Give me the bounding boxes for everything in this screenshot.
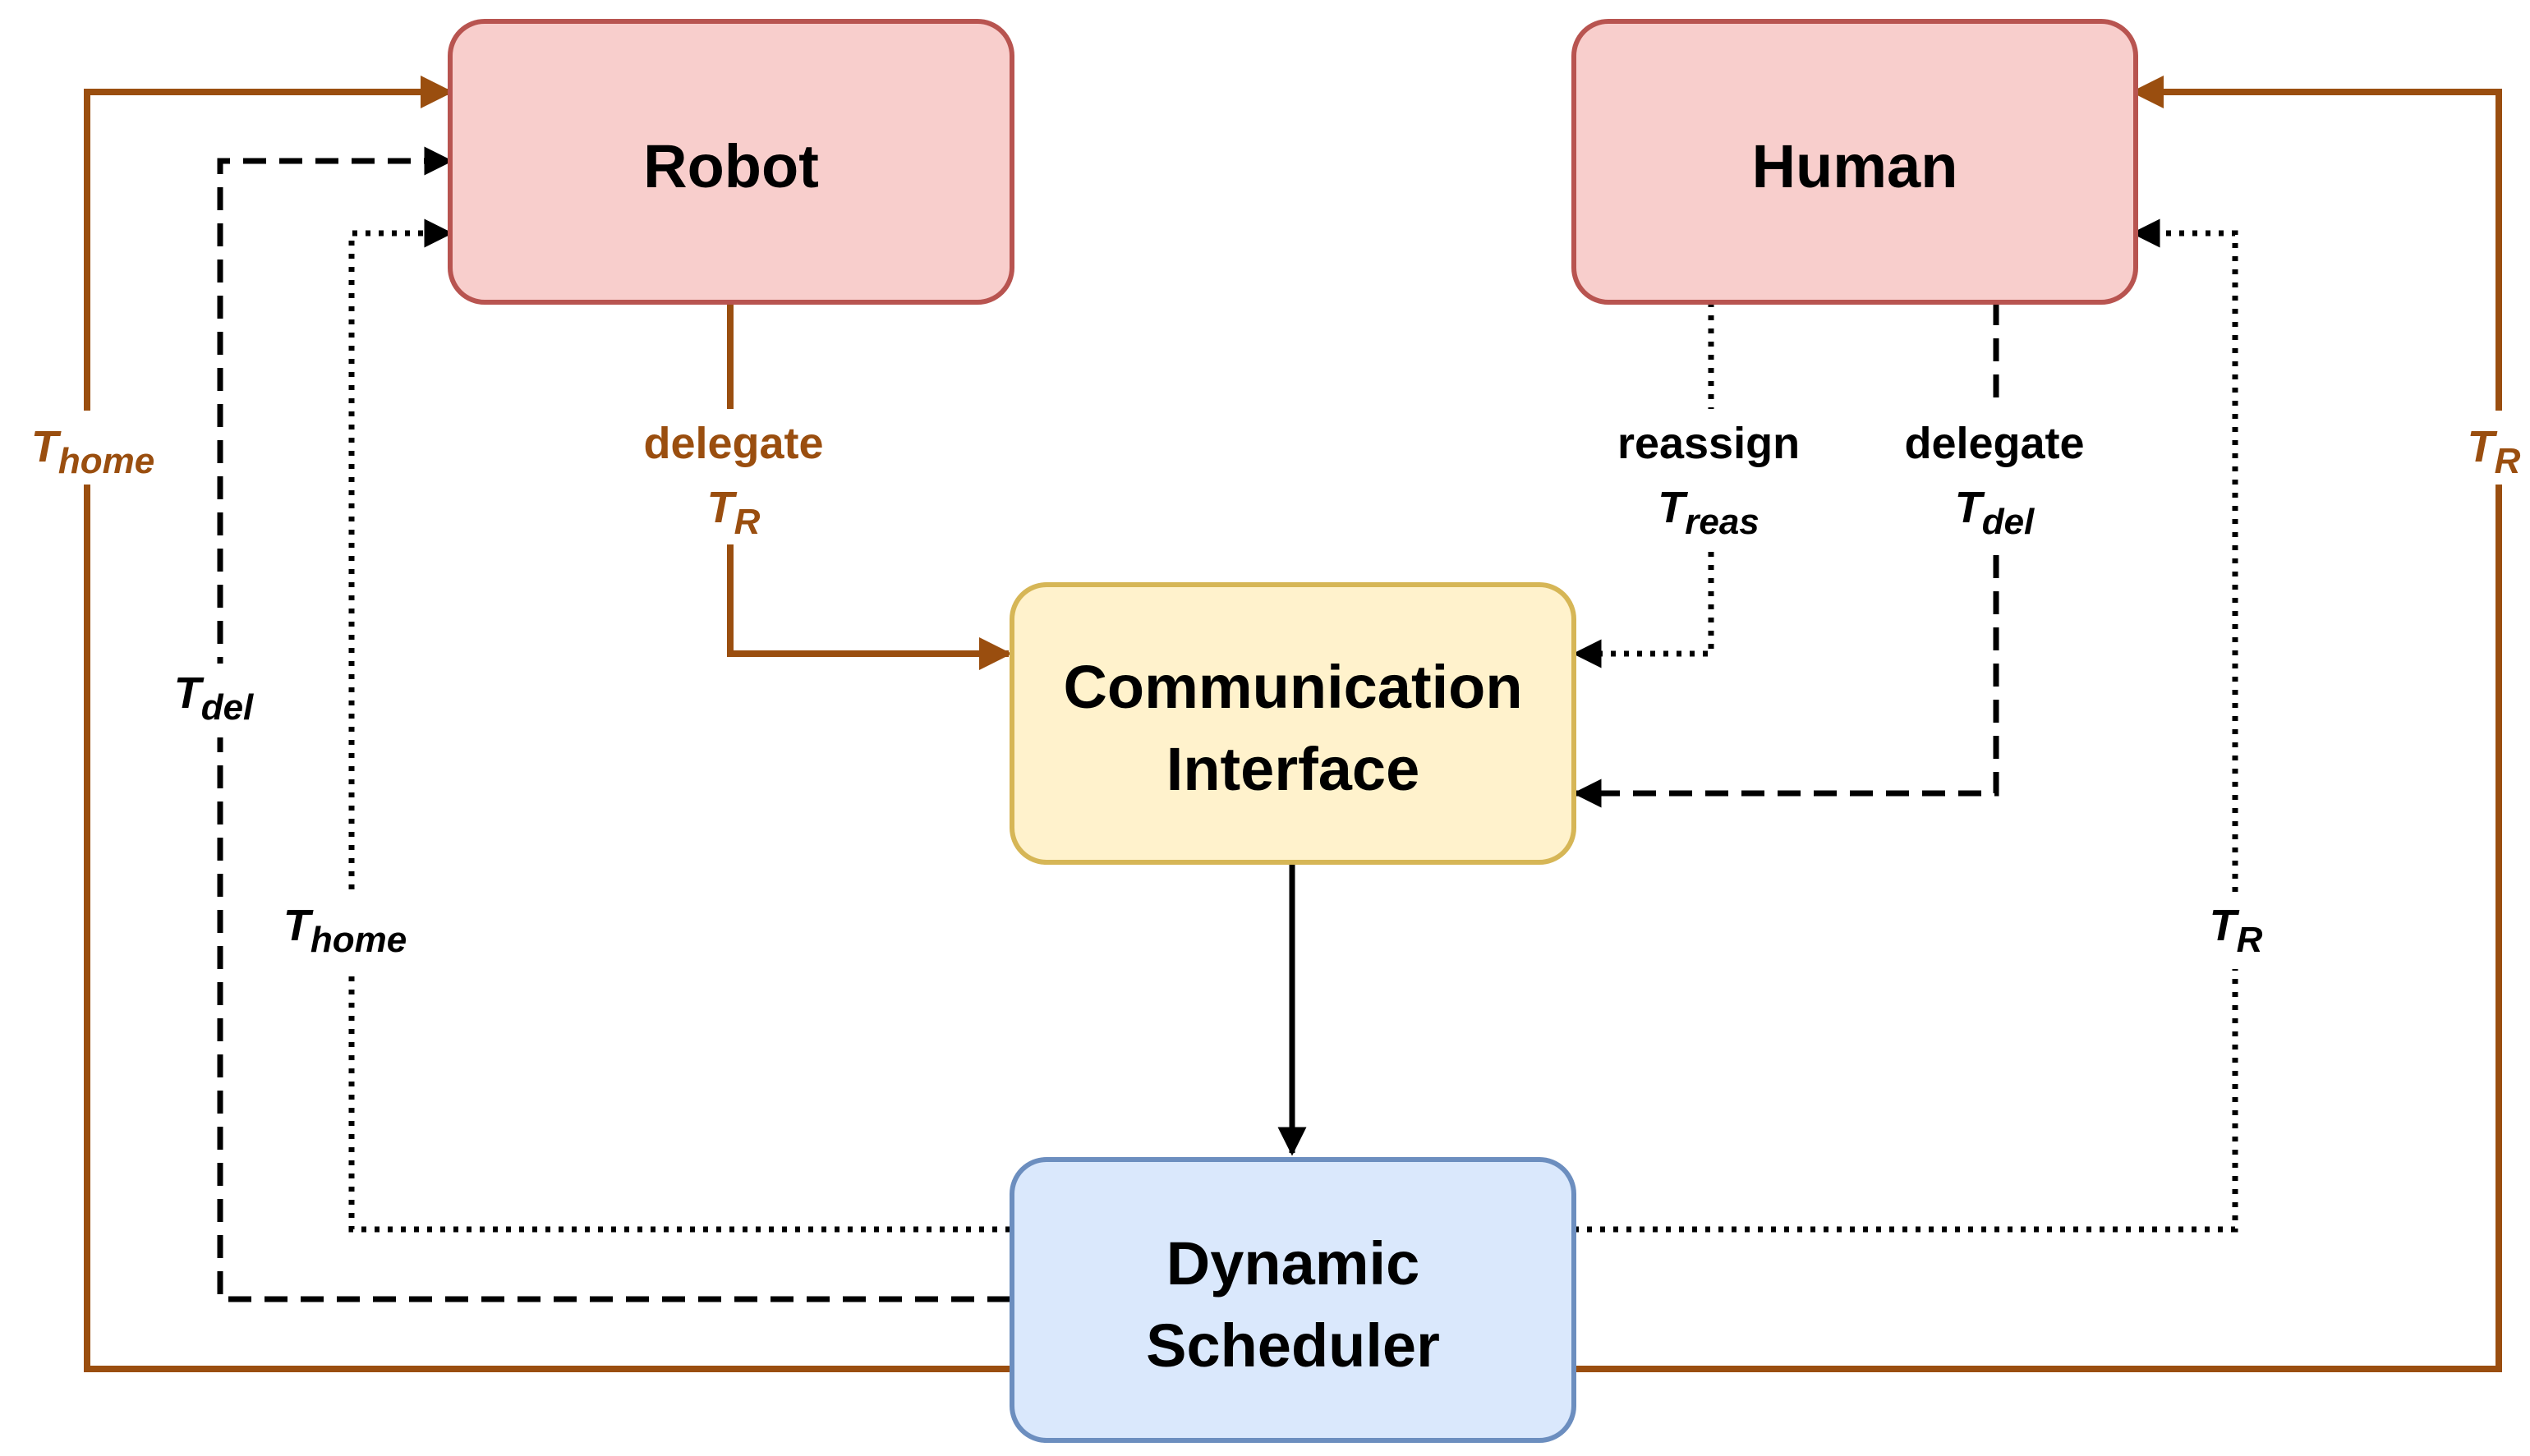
edge-robot-delegate-word: delegate [643,419,823,468]
node-robot-label: Robot [643,132,819,200]
edge-outer-right [1574,76,2502,1372]
edge-inner-right-label-bg [2189,895,2284,969]
node-communication-interface: Communication Interface [1010,582,1576,865]
edge-human-delegate [1572,302,1999,808]
edge-inner-left [348,218,1010,1233]
edge-outer-left [84,76,1010,1372]
edge-mid-left-label: Tdel [174,668,254,728]
edge-inner-left-label: Thome [283,901,407,960]
edge-mid-left-label-bg [164,664,275,737]
node-robot: Robot [448,19,1014,305]
node-scheduler-line2: Scheduler [1146,1311,1440,1380]
node-human: Human [1571,19,2138,305]
edge-mid-left [217,146,1010,1302]
node-human-label: Human [1752,132,1958,200]
edge-outer-left-label-bg [16,411,172,485]
edge-inner-right [1574,218,2238,1233]
edge-human-reassign-sym: Treas [1658,483,1760,542]
edge-robot-delegate-sym: TR [707,483,761,542]
edge-outer-right-label-bg [2452,411,2530,485]
node-comm-line1: Communication [1063,653,1522,721]
node-comm-line2: Interface [1166,735,1419,803]
edge-human-delegate-label-bg [1883,409,2098,544]
edge-human-reassign-word: reassign [1617,419,1800,468]
edge-human-reassign-label-bg [1598,409,1813,544]
edge-inner-right-label: TR [2210,901,2263,960]
edge-robot-delegate-label-bg [624,409,840,544]
node-dynamic-scheduler: Dynamic Scheduler [1010,1157,1576,1443]
edge-outer-left-label: Thome [31,422,154,481]
node-scheduler-line1: Dynamic [1166,1229,1419,1298]
edge-human-delegate-sym: Tdel [1955,483,2035,542]
edge-outer-right-label: TR [2468,422,2521,481]
edge-inner-left-label-bg [267,895,431,969]
edge-human-delegate-word: delegate [1904,419,2084,468]
